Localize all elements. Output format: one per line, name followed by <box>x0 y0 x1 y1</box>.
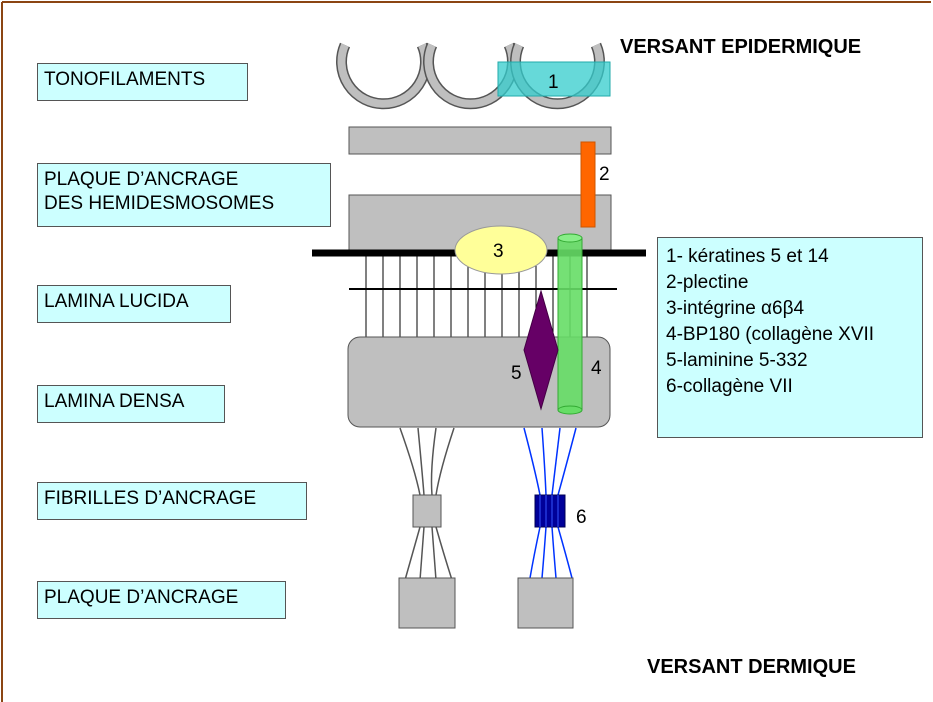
marker-5: 5 <box>511 363 522 384</box>
right-anchoring-plaque <box>518 578 573 628</box>
legend-item-4: 4-BP180 (collagène XVII <box>666 322 914 348</box>
plectin-bar <box>581 142 595 227</box>
upper-plaque <box>349 127 611 154</box>
legend-box: 1- kératines 5 et 14 2-plectine 3-intégr… <box>657 237 923 438</box>
legend-item-5: 5-laminine 5-332 <box>666 348 914 374</box>
left-anchoring-plaque <box>399 578 455 628</box>
marker-2: 2 <box>599 164 610 185</box>
legend-item-1: 1- kératines 5 et 14 <box>666 244 914 270</box>
legend-item-2: 2-plectine <box>666 270 914 296</box>
legend-item-3: 3-intégrine α6β4 <box>666 296 914 322</box>
legend-item-6: 6-collagène VII <box>666 374 914 400</box>
marker-3: 3 <box>493 241 504 262</box>
left-fibril-knot <box>413 495 441 527</box>
marker-1: 1 <box>548 72 559 93</box>
marker-4: 4 <box>591 358 602 379</box>
bp180-cylinder <box>558 238 582 410</box>
marker-6: 6 <box>576 507 587 528</box>
